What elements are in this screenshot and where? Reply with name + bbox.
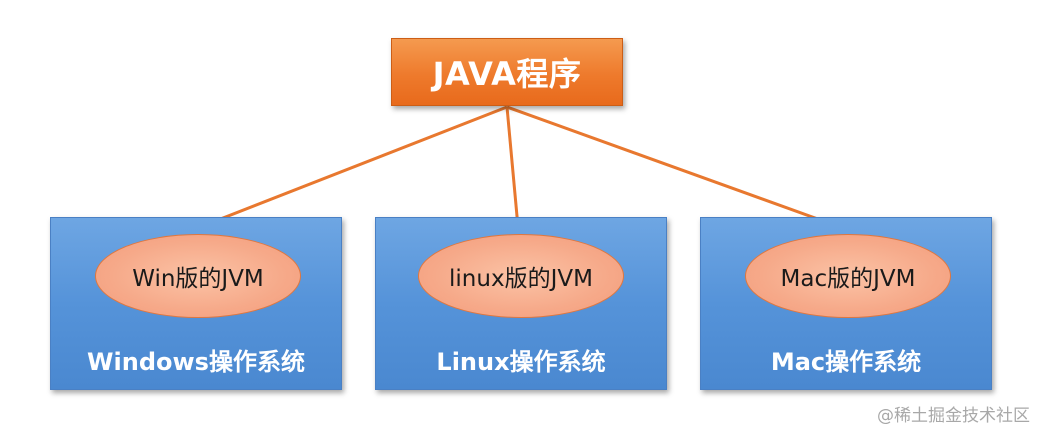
- os-box-windows: Win版的JVM Windows操作系统: [50, 217, 342, 390]
- watermark-text: @稀土掘金技术社区: [877, 406, 1030, 426]
- os-box-mac: Mac版的JVM Mac操作系统: [700, 217, 992, 390]
- jvm-label-mac: Mac版的JVM: [780, 266, 916, 292]
- arrow-to-windows: [198, 105, 508, 229]
- jvm-oval-linux: linux版的JVM: [418, 234, 624, 318]
- os-label-windows: Windows操作系统: [87, 348, 305, 376]
- arrow-to-linux: [505, 106, 523, 229]
- jvm-label-linux: linux版的JVM: [449, 266, 593, 292]
- arrow-to-mac: [506, 105, 842, 229]
- jvm-label-windows: Win版的JVM: [132, 266, 264, 292]
- jvm-oval-windows: Win版的JVM: [95, 234, 301, 318]
- jvm-oval-mac: Mac版的JVM: [745, 234, 951, 318]
- java-program-label: JAVA程序: [432, 55, 582, 93]
- os-label-mac: Mac操作系统: [770, 348, 922, 376]
- os-label-linux: Linux操作系统: [436, 348, 606, 376]
- java-program-box: JAVA程序: [391, 38, 623, 106]
- os-box-linux: linux版的JVM Linux操作系统: [375, 217, 667, 390]
